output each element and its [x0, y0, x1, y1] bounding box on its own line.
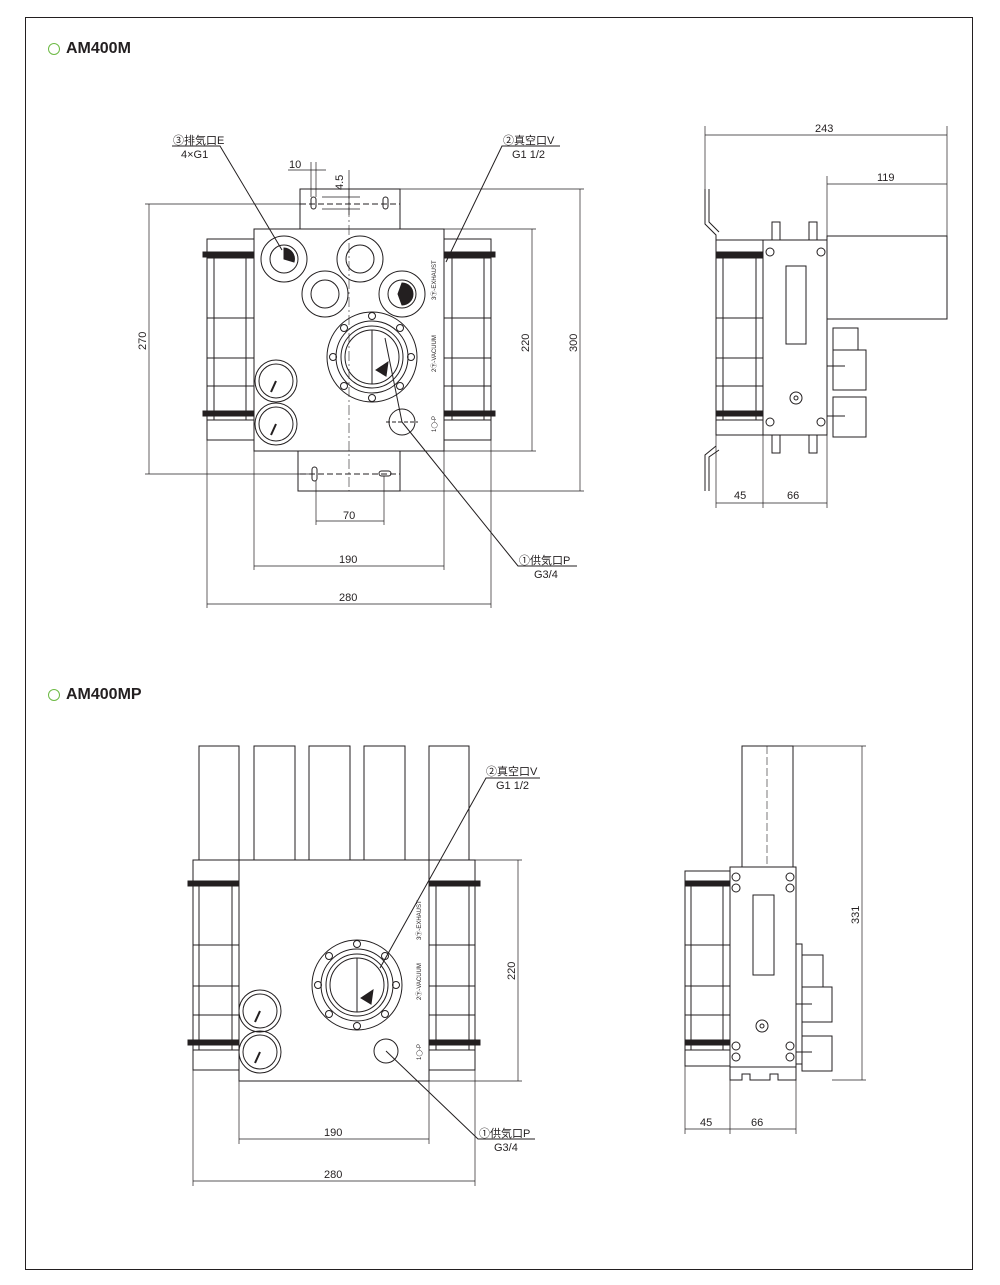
dim-270: 270 — [137, 332, 149, 350]
vacuum-flange — [311, 939, 403, 1031]
circle-outline-icon — [48, 689, 60, 701]
port-text-exhaust: 3㊦-EXHAUST — [430, 260, 438, 300]
am400m-front-view: 3㊦-EXHAUST 2㊦-VACUUM 1◯-P ③排気口E 4×G1 ②真空… — [137, 133, 584, 608]
port-text-supply: 1◯-P — [416, 1044, 423, 1060]
supply-port-label: ①供気口P — [519, 553, 570, 567]
pressure-gauge — [254, 359, 298, 403]
exhaust-port-spec: 4×G1 — [181, 149, 208, 161]
dim-70: 70 — [343, 510, 355, 522]
vacuum-flange — [326, 311, 418, 403]
am400m-side-view: 243 119 45 66 — [704, 123, 948, 508]
dim-45: 45 — [700, 1117, 712, 1129]
dim-280: 280 — [339, 592, 357, 604]
right-cylinder-stack — [443, 238, 496, 441]
dimension-lines — [145, 162, 584, 608]
exhaust-port — [301, 270, 349, 318]
dim-10: 10 — [289, 159, 301, 171]
left-cylinder-stack — [202, 238, 255, 441]
dim-220: 220 — [506, 962, 518, 980]
dim-190: 190 — [324, 1127, 342, 1139]
dim-66: 66 — [787, 490, 799, 502]
section-title-am400mp: AM400MP — [48, 686, 142, 704]
dim-280: 280 — [324, 1169, 342, 1181]
port-text-exhaust: 3㊦-EXHAUST — [415, 900, 423, 940]
dim-119: 119 — [877, 172, 895, 184]
port-text-vacuum: 2㊦-VACUUM — [415, 963, 423, 1000]
exhaust-port — [260, 235, 308, 283]
section-title-am400m: AM400M — [48, 40, 131, 58]
exhaust-port — [378, 270, 426, 318]
circle-outline-icon — [48, 43, 60, 55]
section-title-text: AM400M — [66, 40, 131, 57]
am400mp-side-view: 331 45 66 — [684, 745, 866, 1134]
vacuum-port-spec: G1 1/2 — [512, 149, 545, 161]
pressure-gauge — [238, 989, 282, 1033]
port-text-supply: 1◯-P — [431, 416, 438, 432]
dim-45: 45 — [734, 490, 746, 502]
supply-port-spec: G3/4 — [534, 569, 558, 581]
dim-4-5: 4.5 — [334, 175, 346, 190]
dimension-lines — [684, 745, 866, 1134]
vacuum-port-spec: G1 1/2 — [496, 780, 529, 792]
dim-66: 66 — [751, 1117, 763, 1129]
dim-300: 300 — [568, 334, 580, 352]
dimension-lines — [704, 126, 948, 508]
section-title-text: AM400MP — [66, 686, 142, 703]
drawing-frame — [25, 17, 973, 1270]
exhaust-port-label: ③排気口E — [173, 133, 224, 147]
pressure-gauge — [238, 1030, 282, 1074]
pressure-gauge — [254, 402, 298, 446]
vacuum-port-label: ②真空口V — [503, 133, 555, 147]
dim-190: 190 — [339, 554, 357, 566]
dim-220: 220 — [520, 334, 532, 352]
port-text-vacuum: 2㊦-VACUUM — [430, 335, 438, 372]
vacuum-port-label: ②真空口V — [486, 764, 538, 778]
supply-port — [373, 1038, 399, 1064]
dim-331: 331 — [850, 906, 862, 924]
am400mp-front-view: 3㊦-EXHAUST 2㊦-VACUUM 1◯-P ②真空口V G1 1/2 ①… — [187, 745, 540, 1186]
supply-port-label: ①供気口P — [479, 1126, 530, 1140]
supply-port-spec: G3/4 — [494, 1142, 518, 1154]
dim-243: 243 — [815, 123, 833, 135]
dimension-lines — [192, 859, 522, 1186]
exhaust-port — [336, 235, 384, 283]
